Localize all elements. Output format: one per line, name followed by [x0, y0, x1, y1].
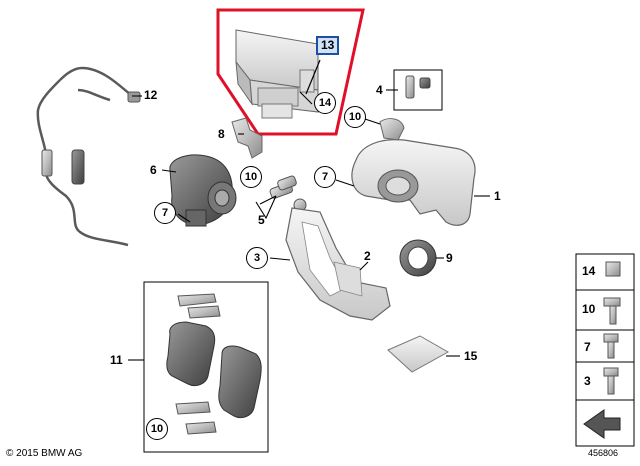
callout-2: 2 — [364, 249, 371, 263]
callout-7-actuator: 7 — [154, 202, 176, 224]
sensor-plug — [71, 149, 85, 185]
grease-pack-part — [387, 335, 450, 373]
callout-4: 4 — [376, 83, 383, 97]
control-unit-part — [235, 29, 319, 119]
copyright-text: © 2015 BMW AG — [6, 448, 83, 459]
actuator-motor-part — [169, 154, 237, 227]
callout-7-caliper: 7 — [314, 166, 336, 188]
seal-ring-part — [399, 239, 437, 277]
leader-lines — [128, 89, 490, 361]
highlight-frame — [216, 8, 365, 136]
image-id: 456806 — [588, 448, 619, 458]
callout-10-caliper: 10 — [344, 106, 366, 128]
brake-pads-part — [166, 293, 262, 435]
legend-item-7: 7 — [584, 340, 591, 354]
callout-6: 6 — [150, 163, 157, 177]
callout-10-pads: 10 — [146, 418, 168, 440]
callout-3: 3 — [246, 247, 268, 269]
callout-12: 12 — [144, 88, 158, 102]
legend-item-14: 14 — [582, 264, 596, 278]
legend-item-3: 3 — [584, 374, 591, 388]
callout-11: 11 — [110, 353, 123, 367]
callout-13-highlighted[interactable]: 13 — [316, 36, 340, 55]
callout-9: 9 — [446, 251, 453, 265]
fastener-legend — [575, 253, 635, 447]
callout-14: 14 — [314, 92, 336, 114]
caliper-carrier-part — [285, 207, 391, 321]
callout-8: 8 — [218, 127, 225, 141]
bleed-valve-part — [393, 69, 443, 111]
callout-10-bolts: 10 — [240, 166, 262, 188]
callout-1: 1 — [494, 189, 501, 203]
callout-5: 5 — [258, 213, 265, 227]
guide-bolts-part — [269, 175, 307, 212]
callout-15: 15 — [464, 349, 478, 363]
bracket-part — [231, 117, 263, 159]
legend-item-10: 10 — [582, 302, 596, 316]
caliper-housing-part — [351, 118, 476, 226]
wear-sensor-part — [36, 66, 133, 247]
